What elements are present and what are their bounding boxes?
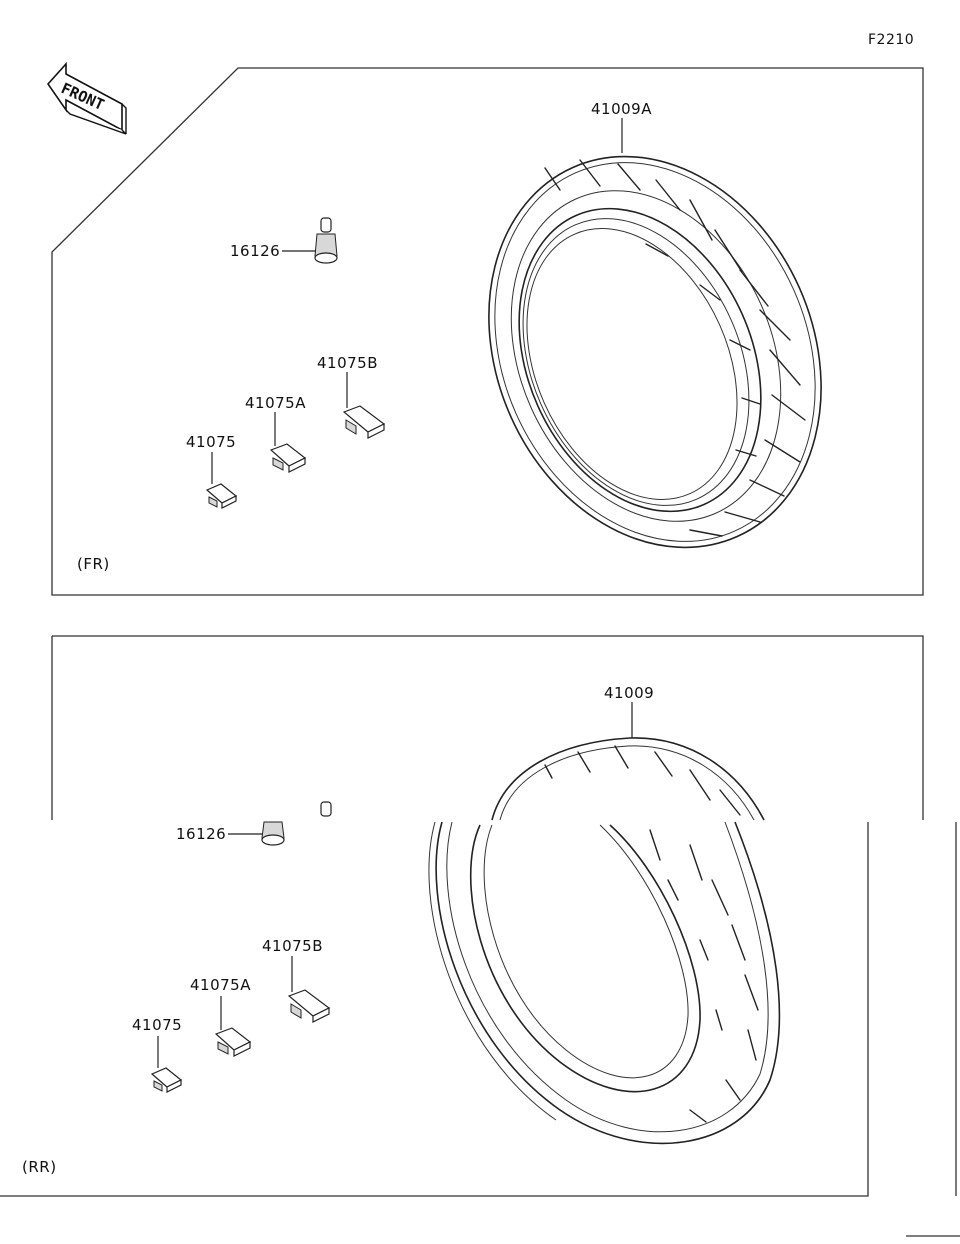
front-section-label: (FR) <box>77 555 110 573</box>
rear-weight[interactable] <box>150 1067 183 1093</box>
rear-valve-part-label[interactable]: 16126 <box>176 825 226 843</box>
rear-tire-top[interactable] <box>491 737 765 821</box>
front-tire[interactable] <box>428 103 881 601</box>
rear-panel-frame-bottom <box>0 822 869 1197</box>
rear-valve[interactable] <box>261 801 332 846</box>
rear-weight-a[interactable] <box>214 1027 252 1057</box>
front-weight[interactable] <box>205 483 238 509</box>
rear-section-label: (RR) <box>22 1158 57 1176</box>
front-valve[interactable] <box>314 217 338 264</box>
rear-weight-b-label[interactable]: 41075B <box>262 937 323 955</box>
rear-panel-frame-top <box>52 635 924 820</box>
rear-weight-a-label[interactable]: 41075A <box>190 976 251 994</box>
rear-tire-bottom[interactable] <box>428 821 781 1145</box>
front-weight-b-label[interactable]: 41075B <box>317 354 378 372</box>
rear-panel: 41009 16126 <box>0 635 960 1237</box>
rear-tire-part-label[interactable]: 41009 <box>604 684 654 702</box>
front-arrow-icon: FRONT <box>46 61 127 135</box>
front-weight-a[interactable] <box>269 443 307 473</box>
front-weight-b[interactable] <box>342 405 386 439</box>
rear-weight-label[interactable]: 41075 <box>132 1016 182 1034</box>
rear-weight-b[interactable] <box>287 989 331 1023</box>
front-panel: 41009A 16126 41075B 41075A 41075 <box>51 67 924 601</box>
front-valve-part-label[interactable]: 16126 <box>230 242 280 260</box>
front-weight-a-label[interactable]: 41075A <box>245 394 306 412</box>
front-weight-label[interactable]: 41075 <box>186 433 236 451</box>
front-tire-part-label[interactable]: 41009A <box>591 100 652 118</box>
front-panel-frame <box>51 67 924 596</box>
figure-code: F2210 <box>868 32 914 48</box>
